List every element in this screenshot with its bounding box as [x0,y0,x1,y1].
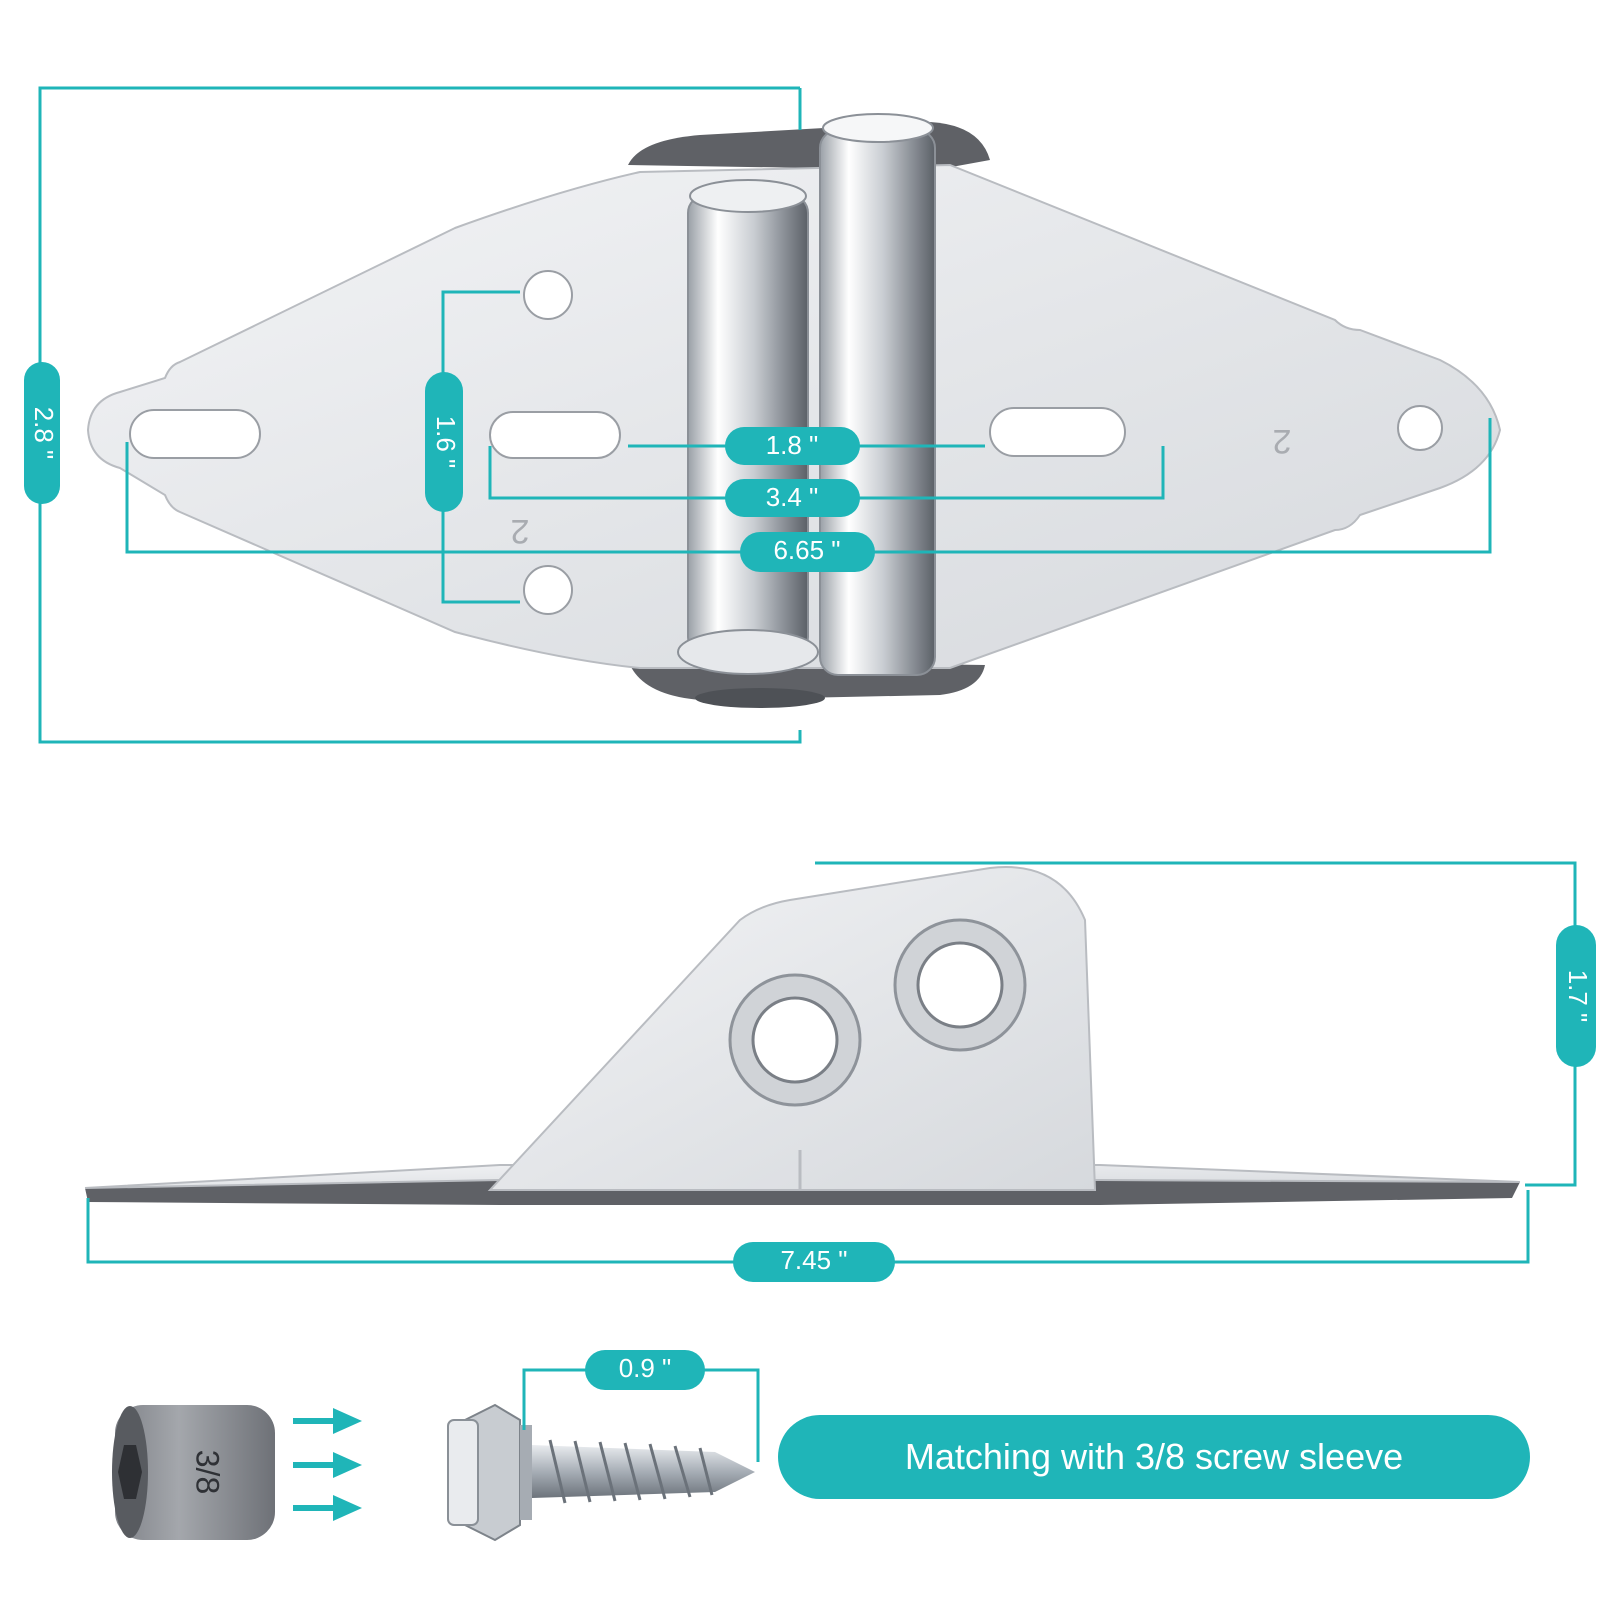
hole-right [1397,405,1443,451]
svg-text:3.4 ": 3.4 " [766,482,819,512]
dim-side-height: 1.7 " [1556,925,1596,1067]
svg-text:0.9 ": 0.9 " [619,1353,672,1383]
slot-center-left [489,411,621,459]
svg-text:6.65 ": 6.65 " [773,535,840,565]
screw-sleeve-icon: 3/8 [112,1405,275,1540]
dim-width-outer: 6.65 " [740,532,875,572]
svg-text:1.6 ": 1.6 " [431,416,461,469]
svg-text:7.45 ": 7.45 " [780,1245,847,1275]
stamp-left-leaf: 2 [511,512,530,550]
side-view-dimensions: 1.7 " 7.45 " [86,861,1596,1282]
stamp-right-leaf: 2 [1273,422,1292,460]
svg-text:2.8 ": 2.8 " [29,407,59,460]
sleeve-label: 3/8 [190,1450,226,1494]
self-drilling-screw-icon [447,1403,755,1542]
arrows [293,1408,362,1521]
arrow-right-icon [293,1495,362,1521]
slot-center-right [989,407,1126,457]
hole-top [523,270,573,320]
svg-text:1.8 ": 1.8 " [766,430,819,460]
dim-height-total: 2.8 " [24,362,60,504]
dim-height-holes: 1.6 " [425,372,463,512]
svg-text:1.7 ": 1.7 " [1563,970,1593,1023]
hole-bottom [523,565,573,615]
top-view-dimensions: 2.8 " 1.6 " 1.8 " 3.4 " 6.65 " [24,86,1492,744]
dim-side-length: 7.45 " [733,1242,895,1282]
dim-screw-length: 0.9 " [585,1350,705,1390]
hinge-pin-right [819,129,936,676]
dim-width-mid: 3.4 " [725,479,860,517]
arrow-right-icon [293,1408,362,1434]
hinge-pin-left [687,194,809,656]
screw-dimension: 0.9 " [522,1350,760,1462]
hinge-plate-top-view: 2 2 [86,113,1502,708]
sleeve-compatibility-banner: Matching with 3/8 screw sleeve [778,1415,1530,1499]
hinge-side-view [84,866,1521,1205]
sleeve-compatibility-text: Matching with 3/8 screw sleeve [904,1436,1404,1477]
slot-left [129,409,261,459]
dim-width-inner: 1.8 " [725,427,860,465]
arrow-right-icon [293,1452,362,1478]
